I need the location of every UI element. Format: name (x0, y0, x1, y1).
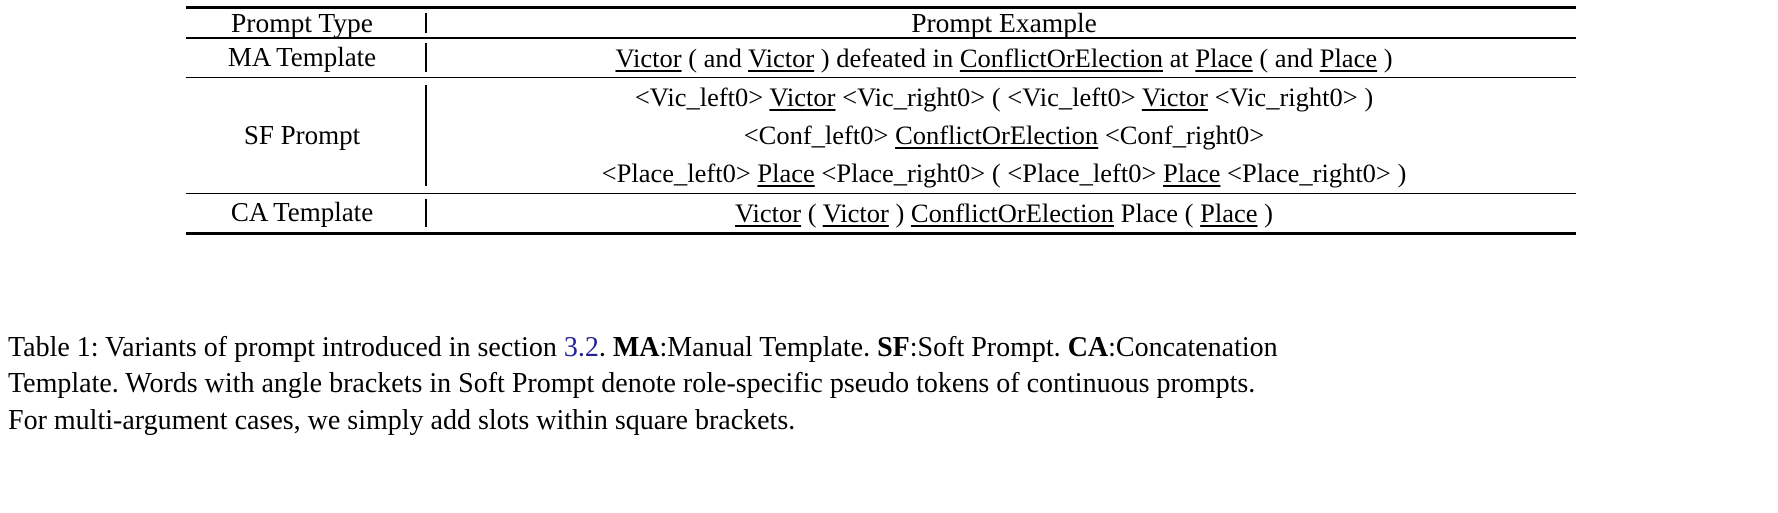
sf-expansion: :Soft Prompt. (909, 332, 1068, 363)
argument-slot: ConflictOrElection (895, 120, 1099, 151)
header-column-separator (418, 9, 432, 38)
header-prompt-example: Prompt Example (911, 7, 1097, 38)
caption-label-and-intro: Table 1: Variants of prompt introduced i… (8, 332, 564, 363)
prompt-text: ) (1257, 197, 1273, 228)
prompt-text: <Vic_right0> ( <Vic_left0> (835, 81, 1142, 112)
prompt-text: at (1162, 42, 1196, 73)
argument-slot: Place (1163, 158, 1221, 189)
argument-slot: Victor (822, 197, 889, 228)
table-mid-rule-1 (186, 77, 1576, 78)
row-separator-ca (418, 194, 432, 234)
row-example-ca: Victor ( Victor ) ConflictOrElection Pla… (432, 194, 1576, 234)
argument-slot: ConflictOrElection (910, 197, 1115, 228)
prompt-text: <Vic_left0> (634, 81, 770, 112)
prompt-text: <Place_left0> (601, 158, 758, 189)
argument-slot: Victor (769, 81, 836, 112)
ma-abbrev: MA (612, 332, 660, 363)
argument-slot: Place (757, 158, 815, 189)
prompt-text: <Vic_right0> ) (1207, 81, 1374, 112)
example-line: <Conf_left0> ConflictOrElection <Conf_ri… (432, 116, 1576, 154)
prompt-text: <Conf_left0> (743, 120, 896, 151)
caption-period: . (598, 332, 613, 363)
prompt-text: ( and (681, 42, 749, 73)
argument-slot: ConflictOrElection (959, 42, 1163, 73)
example-line: <Place_left0> Place <Place_right0> ( <Pl… (432, 154, 1576, 192)
table-bottom-rule (186, 232, 1576, 236)
argument-slot: Victor (735, 197, 802, 228)
prompt-text: ) (888, 197, 911, 228)
argument-slot: Place (1200, 197, 1258, 228)
prompt-text: <Place_right0> ) (1220, 158, 1407, 189)
argument-slot: Victor (748, 42, 815, 73)
ma-expansion: :Manual Template. (659, 332, 878, 363)
argument-slot: Victor (615, 42, 682, 73)
prompt-text: ( and (1252, 42, 1320, 73)
table-top-rule (186, 6, 1576, 10)
table-caption: Table 1: Variants of prompt introduced i… (8, 330, 1770, 439)
prompt-text: <Place_right0> ( <Place_left0> (814, 158, 1164, 189)
table-row: SF Prompt <Vic_left0> Victor <Vic_right0… (186, 78, 1576, 193)
sf-abbrev: SF (877, 332, 910, 363)
argument-slot: Victor (1141, 81, 1208, 112)
table-row: CA Template Victor ( Victor ) ConflictOr… (186, 194, 1576, 234)
example-line: <Vic_left0> Victor <Vic_right0> ( <Vic_l… (432, 78, 1576, 116)
table-row: MA Template Victor ( and Victor ) defeat… (186, 39, 1576, 78)
prompt-text: ) defeated in (814, 42, 960, 73)
ca-abbrev: CA (1067, 332, 1109, 363)
argument-slot: Place (1319, 42, 1378, 73)
table-header-row: Prompt Type Prompt Example (186, 9, 1576, 38)
caption-line-1: Table 1: Variants of prompt introduced i… (8, 330, 1770, 366)
table-mid-rule-2 (186, 193, 1576, 194)
example-line: Victor ( Victor ) ConflictOrElection Pla… (432, 194, 1576, 232)
row-example-sf: <Vic_left0> Victor <Vic_right0> ( <Vic_l… (432, 78, 1576, 193)
row-separator-sf (418, 78, 432, 193)
section-link[interactable]: 3.2 (563, 332, 599, 363)
caption-line-2: Template. Words with angle brackets in S… (8, 368, 1256, 400)
prompt-text: ) (1377, 42, 1393, 73)
header-prompt-type: Prompt Type (231, 7, 373, 38)
row-example-ma: Victor ( and Victor ) defeated in Confli… (432, 39, 1576, 78)
prompt-text: ( (801, 197, 823, 228)
ca-expansion: :Concatenation (1108, 332, 1278, 363)
table-1-container: Prompt Type Prompt Example MA Template V… (186, 6, 1576, 236)
example-line: Victor ( and Victor ) defeated in Confli… (432, 39, 1576, 77)
row-type-sf: SF Prompt (243, 119, 361, 150)
prompt-text: Place ( (1114, 197, 1201, 228)
caption-line-3: For multi-argument cases, we simply add … (8, 404, 796, 436)
prompt-variants-table: Prompt Type Prompt Example MA Template V… (186, 6, 1576, 236)
argument-slot: Place (1195, 42, 1253, 73)
row-type-ma: MA Template (227, 42, 377, 73)
prompt-text: <Conf_right0> (1098, 120, 1265, 151)
row-separator-ma (418, 39, 432, 78)
row-type-ca: CA Template (230, 197, 374, 228)
